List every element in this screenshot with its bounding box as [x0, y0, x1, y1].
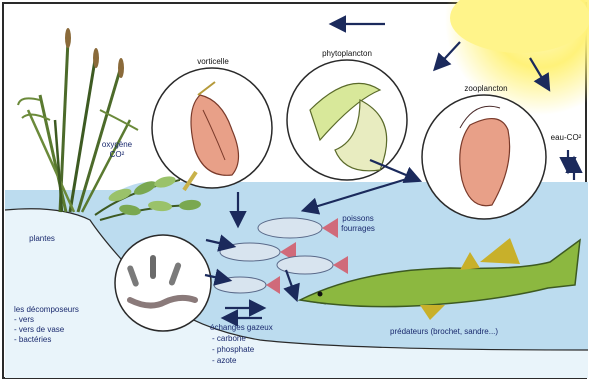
phytoplancton-circle [287, 60, 407, 180]
vorticelle-circle [152, 68, 272, 190]
zooplancton-circle [422, 95, 546, 219]
label-eau-co2: eau-CO² [551, 133, 582, 142]
decomposeurs-circle [115, 235, 211, 331]
label-oxygene: oxygène [102, 140, 133, 149]
label-vorticelle: vorticelle [197, 57, 229, 66]
label-echanges-gazeux: échanges gazeux [210, 323, 273, 332]
label-zooplancton: zooplancton [464, 84, 507, 93]
label-phosphate: - phosphate [212, 345, 255, 354]
label-bacteries: - bactéries [14, 335, 51, 344]
label-vers-de-vase: - vers de vase [14, 325, 65, 334]
label-plantes: plantes [29, 234, 55, 243]
label-vers: - vers [14, 315, 34, 324]
label-carbone: - carbone [212, 334, 246, 343]
label-fourrages: fourrages [341, 224, 375, 233]
label-poissons: poissons [342, 214, 374, 223]
label-predateurs: prédateurs (brochet, sandre...) [390, 327, 498, 336]
label-phytoplancton: phytoplancton [322, 49, 372, 58]
label-decomposeurs: les décomposeurs [14, 305, 79, 314]
label-oxygene-co2: CO² [110, 150, 125, 159]
label-azote: - azote [212, 356, 237, 365]
